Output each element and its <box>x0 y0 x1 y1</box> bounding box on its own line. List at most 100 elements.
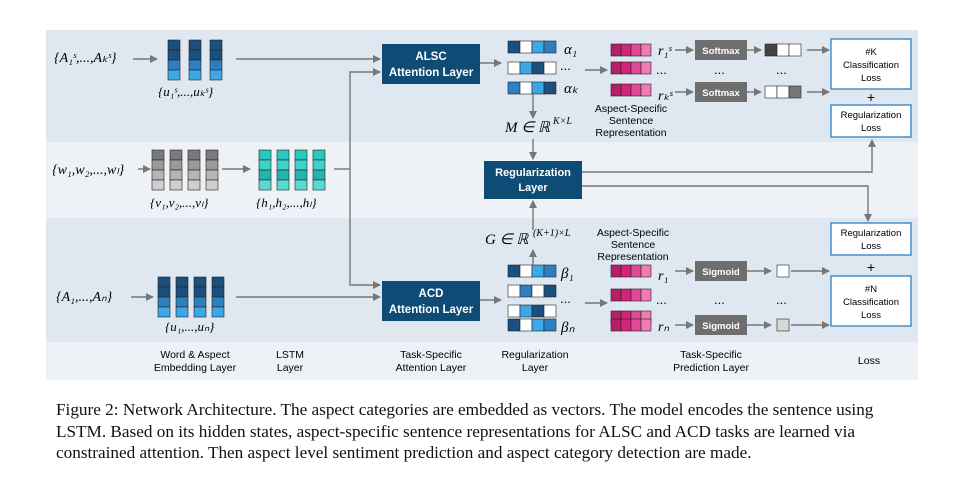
alpha-1-cell <box>519 40 533 54</box>
matrix-m-dims: K×L <box>552 116 572 127</box>
prediction-layer-label-2: Prediction Layer <box>673 362 749 374</box>
rep-top-cell <box>620 61 632 75</box>
acd-attention-subtitle: Attention Layer <box>389 304 474 316</box>
lstm-state-cell <box>276 179 290 191</box>
word-embedding-cell <box>187 159 201 171</box>
acd-embedding-cell <box>211 296 225 308</box>
acd-aspect-input-label: {A₁,...,Aₙ} <box>56 290 113 305</box>
alsc-embedding-cell <box>209 49 223 61</box>
acd-embedding-cell <box>157 276 171 288</box>
alpha-1-label: α₁ <box>564 42 577 58</box>
acd-embedding-cell <box>211 276 225 288</box>
lstm-state-cell <box>294 179 308 191</box>
word-embedding-cell <box>187 179 201 191</box>
reg-loss-top-line-1: Regularization <box>841 110 902 121</box>
lstm-layer-label-2: Layer <box>277 362 304 374</box>
rep-top-cell <box>620 83 632 97</box>
rep-label-bottom-1: Aspect-Specific <box>597 227 669 239</box>
rep-bottom-cell <box>610 264 622 278</box>
lstm-state-cell <box>312 169 326 181</box>
r1s-label: r₁ˢ <box>658 44 672 59</box>
lstm-state-cell <box>258 149 272 161</box>
softmax-out-1-cell <box>764 43 778 57</box>
alsc-attention-title: ALSC <box>415 51 446 63</box>
softmax-out-1-cell <box>776 43 790 57</box>
beta-mid2-cell <box>531 304 545 318</box>
rep-label-top-3: Representation <box>595 127 666 139</box>
sigmoid-label-n: Sigmoid <box>702 321 740 332</box>
matrix-g-dims: (K+1)×L <box>533 228 571 239</box>
acd-embedding-cell <box>175 276 189 288</box>
regularization-loss-top: Regularization Loss <box>830 104 912 138</box>
alsc-embedding-cell <box>209 69 223 81</box>
alpha-1-cell <box>531 40 545 54</box>
beta-n-cell <box>519 318 533 332</box>
rep-bottom-cell <box>620 288 632 302</box>
alsc-embedding-cell <box>188 49 202 61</box>
n-loss-line-3: Loss <box>861 310 881 321</box>
lstm-state-cell <box>258 169 272 181</box>
embedding-layer-label-2: Embedding Layer <box>154 362 237 374</box>
alpha-k-cell <box>543 81 557 95</box>
loss-layer-label: Loss <box>858 355 880 367</box>
rep-top-cell <box>610 61 622 75</box>
beta-mid2-cell <box>507 304 521 318</box>
regularization-layer-label-1: Regularization <box>501 349 568 361</box>
rep-bottom-cell <box>630 264 642 278</box>
alsc-embedding-cell <box>209 39 223 51</box>
word-embedding-cell <box>169 149 183 161</box>
alpha-k-cell <box>519 81 533 95</box>
beta-mid2-cell <box>543 304 557 318</box>
n-loss-line-2: Classification <box>843 297 899 308</box>
beta-1-label: β₁ <box>560 266 574 282</box>
regularization-loss-bottom: Regularization Loss <box>830 222 912 256</box>
regularization-node-title: Regularization <box>495 167 571 179</box>
rep-top-cell <box>610 83 622 97</box>
softmax-ellipsis: ... <box>714 62 725 77</box>
output-top-ellipsis: ... <box>776 62 787 77</box>
k-loss-line-1: #K <box>865 47 877 58</box>
prediction-layer-label-1: Task-Specific <box>680 349 742 361</box>
lstm-state-cell <box>312 179 326 191</box>
alsc-embedding-cell <box>167 69 181 81</box>
softmax-label-k: Softmax <box>702 88 740 99</box>
embedding-layer-label-1: Word & Aspect <box>160 349 229 361</box>
acd-embedding-cell <box>211 306 225 318</box>
lstm-state-cell <box>276 149 290 161</box>
word-embedding-cell <box>169 169 183 181</box>
rep-top-cell <box>640 43 652 57</box>
sigmoid-label-1: Sigmoid <box>702 267 740 278</box>
alsc-aspect-embeddings <box>167 39 223 81</box>
acd-embedding-cell <box>157 296 171 308</box>
alpha-mid-cell <box>519 61 533 75</box>
word-embedding-cell <box>205 149 219 161</box>
regularization-node-subtitle: Layer <box>518 182 548 194</box>
sigmoid-node-1: Sigmoid <box>695 261 747 281</box>
lstm-state-label: {h₁,h₂,...,hₗ} <box>256 195 317 210</box>
alpha-k-cell <box>507 81 521 95</box>
alsc-embedding-cell <box>209 59 223 71</box>
acd-attention-node: ACD Attention Layer <box>382 281 480 321</box>
arrow-lstm-to-alsc <box>349 68 381 169</box>
attention-layer-label-2: Attention Layer <box>396 362 467 374</box>
alsc-embedding-cell <box>188 69 202 81</box>
beta-mid-cell <box>543 284 557 298</box>
figure-caption: Figure 2: Network Architecture. The aspe… <box>56 400 874 462</box>
beta-n-cell <box>543 318 557 332</box>
rep-label-top-1: Aspect-Specific <box>595 103 667 115</box>
beta-mid-cell <box>531 284 545 298</box>
sigmoid-node-n: Sigmoid <box>695 315 747 335</box>
rep-top-cell <box>630 61 642 75</box>
matrix-g-label: G ∈ ℝ <box>485 232 529 248</box>
rep-top-cell <box>640 61 652 75</box>
softmax-out-k-cell <box>788 85 802 99</box>
rep-bottom-cell <box>640 288 652 302</box>
acd-embedding-label: {u₁,...,uₙ} <box>165 319 215 334</box>
alpha-1-cell <box>507 40 521 54</box>
word-embedding-cell <box>169 159 183 171</box>
sigmoid-ellipsis: ... <box>714 292 725 307</box>
word-embedding-label: {v₁,v₂,...,vₗ} <box>150 195 209 210</box>
band-acd <box>46 218 918 342</box>
alpha-k-cell <box>531 81 545 95</box>
aspect-specific-representations <box>610 43 652 332</box>
